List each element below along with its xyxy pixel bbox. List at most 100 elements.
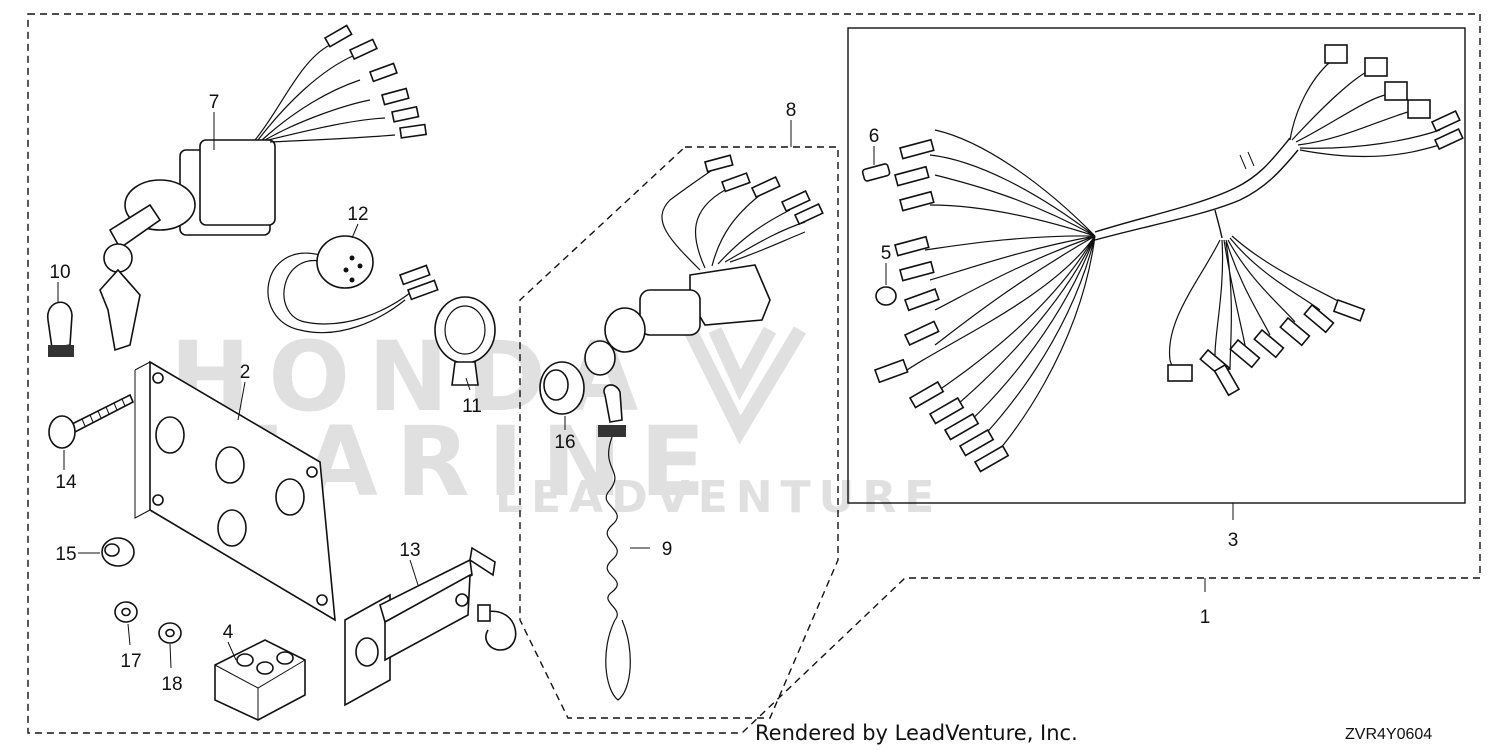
emergency-stop-switch: [584, 154, 824, 376]
panel-screw: [48, 393, 135, 449]
leader-11: [465, 377, 471, 391]
watermark-logo-mark: [683, 326, 807, 445]
harness-trunk: [1094, 137, 1291, 233]
leader-2: [237, 381, 246, 421]
harness-left-terminal-6: [903, 288, 940, 312]
terminal-sleeve: [861, 163, 891, 182]
lanyard-clip-base: [48, 345, 74, 357]
panel-hole-2: [215, 446, 245, 484]
callout-1: 1: [1200, 607, 1211, 628]
ignition-switch-assembly: [99, 24, 428, 352]
panel-hole-3: [275, 478, 305, 516]
bracket-plate-hole: [355, 637, 379, 667]
panel-screw-head: [48, 415, 76, 449]
callout-9: 9: [662, 539, 673, 560]
watermark-vendor: LEADVENTURE: [495, 472, 942, 523]
washer-18-hole: [165, 628, 175, 638]
stop-switch-wires: [661, 167, 806, 271]
harness-left-branch-wires: [899, 129, 1096, 461]
lanyard-clip: [47, 301, 74, 357]
terminal-cap: [875, 286, 897, 306]
switch-panel-plate: [134, 360, 336, 622]
washer-17: [114, 601, 138, 623]
callout-11: 11: [462, 396, 482, 417]
buzzer-body: [316, 235, 374, 289]
coupler-socket-2: [256, 661, 274, 675]
callout-2: 2: [240, 362, 251, 383]
warning-buzzer: [267, 235, 439, 334]
bracket-end-tab: [469, 546, 496, 577]
ignition-terminal-5: [391, 105, 420, 123]
harness-left-terminal-2: [894, 165, 930, 187]
harness-lower-terminal-7: [1213, 363, 1241, 397]
stop-terminal-1: [704, 154, 734, 173]
ignition-switch-housing: [199, 139, 276, 226]
stop-switch-cap: [584, 340, 616, 376]
harness-lower-terminal-6: [1332, 298, 1366, 322]
callout-7: 7: [209, 92, 220, 113]
harness-left-terminal-4: [894, 235, 930, 257]
connector-coupler: [214, 639, 306, 721]
harness-left-terminal-12: [958, 428, 995, 457]
stop-terminal-3: [750, 175, 781, 199]
harness-left-terminal-13: [973, 444, 1010, 473]
callout-3: 3: [1228, 530, 1239, 551]
panel-hole-4: [217, 509, 247, 547]
stop-terminal-2: [720, 172, 751, 193]
bracket-arm-top: [379, 558, 473, 624]
buzzer-wires: [267, 252, 411, 334]
flange-nut-hole: [104, 543, 120, 557]
mounting-band-inner: [444, 305, 486, 355]
switch-group-boundary: [519, 146, 839, 719]
harness-left-terminal-8: [873, 358, 909, 384]
harness-lower-coupler: [1167, 364, 1193, 382]
harness-coupler-4: [1407, 99, 1431, 119]
harness-coupler-2: [1364, 57, 1388, 77]
ignition-terminal-3: [368, 62, 398, 83]
lanyard-clip-top: [603, 384, 623, 423]
callout-18: 18: [161, 674, 182, 695]
stop-terminal-4: [780, 189, 811, 213]
switch-nut-inner: [543, 369, 569, 401]
callout-16: 16: [554, 432, 575, 453]
harness-upper-branch-wires: [1289, 61, 1441, 158]
hose-clamp-screw: [477, 604, 491, 622]
lanyard-clip-body: [47, 301, 73, 349]
ignition-key: [99, 268, 141, 352]
harness-trunk-outer: [1094, 149, 1299, 241]
callout-labels: 1 2 3 4 5 6 7 8 9 10 11 12 13 14 15 16 1…: [49, 92, 1238, 695]
switch-panel-body: [149, 360, 336, 622]
leader-13: [409, 559, 419, 586]
ignition-key-ring: [103, 243, 133, 273]
panel-screw-shank: [68, 393, 135, 435]
coupler-edges: [214, 659, 306, 720]
footer-credit: Rendered by LeadVenture, Inc.: [755, 721, 1078, 745]
callout-5: 5: [881, 243, 892, 264]
panel-hole-1: [155, 416, 185, 454]
harness-coupler-1: [1324, 44, 1348, 64]
harness-lower-terminal-3: [1253, 328, 1285, 359]
harness-left-terminal-9: [908, 380, 945, 409]
leader-17: [127, 623, 131, 646]
bracket-arm-side: [384, 573, 471, 662]
buzzer-terminal-2: [406, 279, 439, 301]
hose-clamp: [484, 610, 517, 651]
panel-screw-thread: [81, 398, 126, 427]
switch-nut-ring: [539, 361, 585, 415]
buzzer-pin-3: [343, 267, 349, 273]
harness-lower-branch-wires: [1168, 235, 1346, 372]
washer-17-hole: [121, 607, 131, 617]
diagram-code: ZVR4Y0604: [1345, 726, 1432, 743]
harness-break-mark: [1239, 151, 1255, 170]
ignition-switch-wires: [254, 44, 396, 143]
buzzer-pin-4: [349, 277, 355, 283]
stop-switch-body: [639, 289, 701, 336]
harness-lower-terminal-5: [1303, 303, 1335, 334]
harness-left-terminal-3: [899, 190, 935, 212]
switch-panel-edge: [134, 361, 151, 519]
coupler-socket-1: [236, 653, 254, 667]
bracket-bolt-hole: [455, 593, 469, 607]
lanyard-loop: [605, 619, 631, 701]
lanyard-clip-grip: [598, 425, 626, 437]
